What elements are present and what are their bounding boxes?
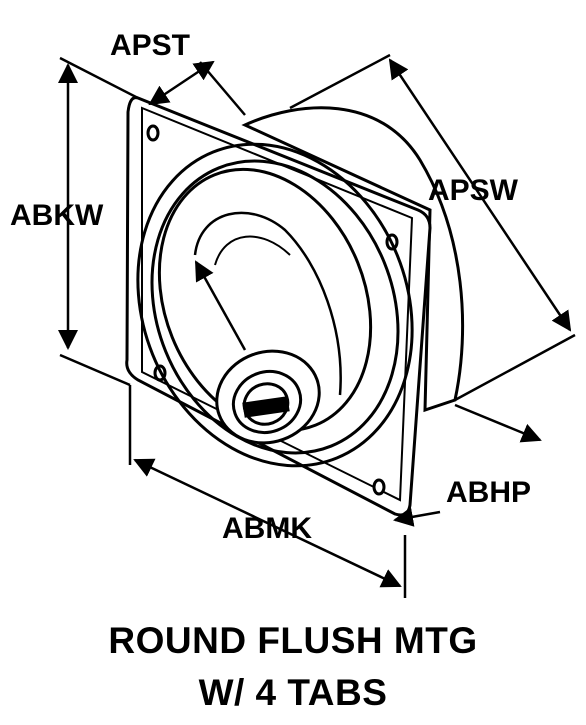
latch-stud xyxy=(215,349,321,445)
dimension-abkw: ABKW xyxy=(10,56,139,387)
bore-arrow xyxy=(194,260,247,351)
label-abkw: ABKW xyxy=(10,199,104,232)
recessed-cup xyxy=(157,167,373,433)
mounting-hole-top-left xyxy=(146,124,160,142)
dimension-apsw: APSW xyxy=(289,53,576,402)
dimension-abhp: ABHP xyxy=(393,403,542,527)
label-abmk: ABMK xyxy=(222,512,312,545)
caption-subtitle: W/ 4 TABS xyxy=(198,672,388,713)
dimension-apst: APST xyxy=(110,29,246,116)
label-apst: APST xyxy=(110,29,190,62)
caption-title: ROUND FLUSH MTG xyxy=(108,620,478,661)
label-abhp: ABHP xyxy=(446,476,531,509)
dimension-abmk: ABMK xyxy=(128,385,407,598)
mounting-hole-bottom-right xyxy=(372,478,386,496)
stud-slot xyxy=(242,396,290,418)
label-apsw: APSW xyxy=(428,174,519,207)
